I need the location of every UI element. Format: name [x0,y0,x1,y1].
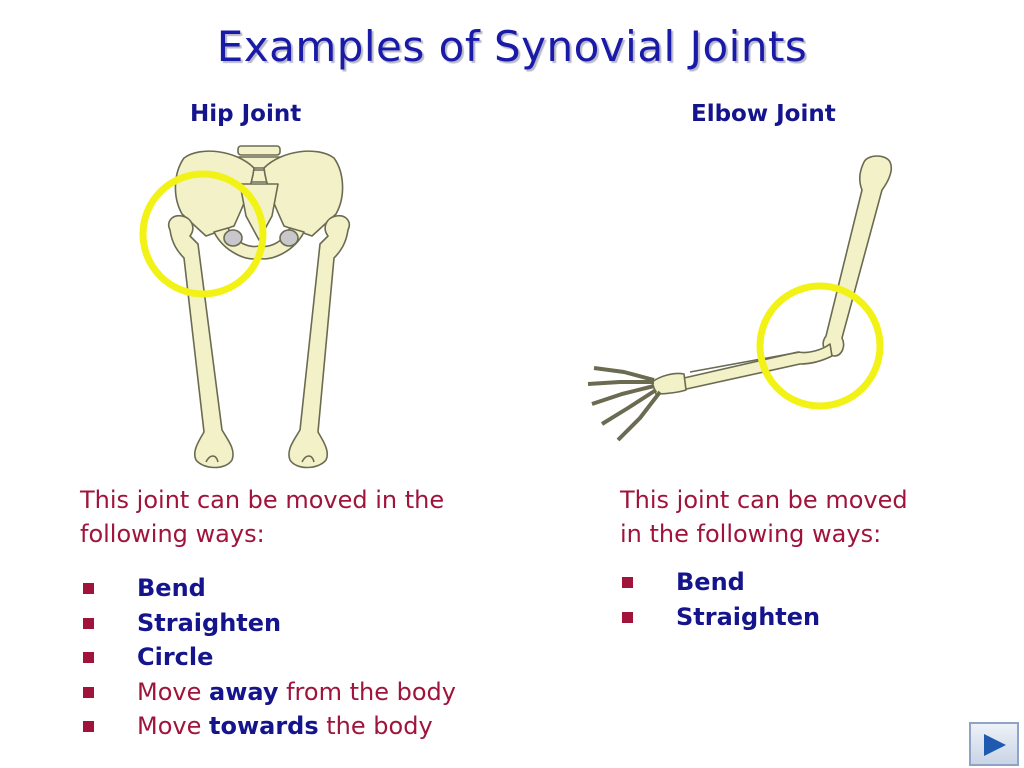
movement-towards-keyword: towards [209,712,319,740]
movement-away-keyword: away [209,677,279,706]
square-bullet-icon [83,721,94,732]
movement-bend: Bend [676,568,745,596]
square-bullet-icon [83,652,94,663]
slide-title: Examples of Synovial Joints [216,22,808,71]
square-bullet-icon [622,611,633,623]
movement-bend: Bend [137,574,206,602]
play-triangle-icon [984,734,1006,756]
square-bullet-icon [83,617,94,629]
list-item: Circle [83,640,456,675]
joint-illustrations [139,145,893,469]
list-item: Bend [622,565,820,600]
movement-towards-prefix: Move [137,712,209,740]
movement-straighten: Straighten [137,608,282,637]
next-slide-button[interactable] [969,722,1019,766]
elbow-joint-heading: Elbow Joint [691,101,836,127]
elbow-intro-text: This joint can be moved in the following… [620,483,980,551]
list-item: Straighten [83,606,456,641]
square-bullet-icon [83,686,94,698]
list-item: Move away from the body [83,675,456,710]
elbow-joint-highlight-ring [756,282,884,410]
movement-towards-suffix: the body [318,712,433,740]
square-bullet-icon [622,577,633,588]
hip-skeleton-illustration [167,145,351,469]
elbow-arm-illustration [587,155,893,442]
elbow-movement-list: Bend Straighten [622,565,820,634]
elbow-intro-line-2: in the following ways: [620,520,882,548]
list-item: Move towards the body [83,709,456,744]
list-item: Bend [83,571,456,606]
list-item: Straighten [622,600,820,635]
square-bullet-icon [83,583,94,594]
hip-joint-highlight-ring [139,170,267,298]
movement-circle: Circle [137,643,214,671]
movement-away: Move away from the body [137,678,456,706]
movement-straighten: Straighten [676,602,821,631]
elbow-intro-line-1: This joint can be moved [620,486,908,514]
hip-intro-text: This joint can be moved in the following… [80,486,445,548]
hip-movement-list: Bend Straighten Circle Move away from th… [83,571,456,744]
movement-away-suffix: from the body [278,677,456,706]
movement-towards: Move towards the body [137,712,433,740]
movement-away-prefix: Move [137,677,209,706]
hip-joint-heading: Hip Joint [190,101,302,127]
